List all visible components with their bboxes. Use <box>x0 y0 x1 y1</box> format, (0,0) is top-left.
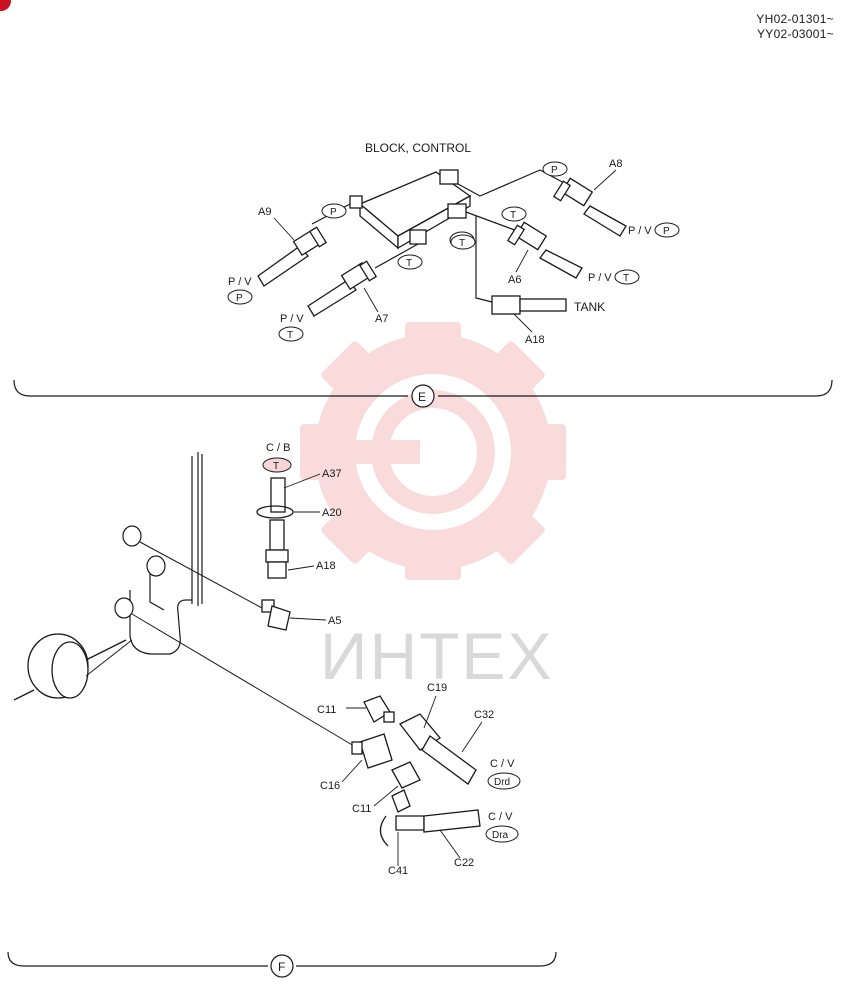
port-dra-oval <box>485 825 519 843</box>
watermark-gear-icon <box>300 322 566 580</box>
part-a5-label: A5 <box>328 615 341 627</box>
part-c19-label: C19 <box>427 682 447 694</box>
hose-a7 <box>307 260 378 317</box>
section-e-brace <box>13 379 833 408</box>
part-a37-label: A37 <box>322 468 342 480</box>
section-f-brace <box>7 951 557 978</box>
part-a7-label: A7 <box>375 313 388 325</box>
port-p-2: P <box>551 165 558 176</box>
serial-line-2: YY02-03001~ <box>756 27 834 41</box>
pv-label-a7: P / V <box>280 313 304 325</box>
check-valve-fittings <box>351 695 481 847</box>
port-dra: Dra <box>492 830 509 841</box>
hose-a9 <box>257 226 328 287</box>
part-a6-label: A6 <box>508 274 521 286</box>
block-control-label: BLOCK, CONTROL <box>365 141 471 155</box>
hose-a6 <box>506 221 583 279</box>
pv-label-a8: P / V <box>628 225 652 237</box>
port-p-4: P <box>663 226 670 237</box>
cv-label-dra: C / V <box>488 811 513 823</box>
hose-a18-tank <box>491 295 567 315</box>
motor-body <box>13 633 127 701</box>
serial-line-1: YH02-01301~ <box>756 12 834 26</box>
hose-a37-a18 <box>256 477 294 579</box>
fitting-a5 <box>261 599 291 631</box>
section-e-id: E <box>418 390 426 404</box>
part-c41-label: C41 <box>388 865 408 877</box>
port-p-3: P <box>236 293 243 304</box>
port-t-5: T <box>623 273 629 284</box>
watermark-text: ИНТЕХ <box>320 619 554 693</box>
port-drd: Drd <box>494 777 510 788</box>
leader-lines-f <box>283 473 483 866</box>
part-c11-upper-label: C11 <box>317 704 336 716</box>
part-a9-label: A9 <box>258 206 271 218</box>
port-t-cb: T <box>273 461 279 472</box>
part-a18-f-label: A18 <box>316 560 336 572</box>
port-t-cb-oval <box>262 457 292 473</box>
part-a18-label: A18 <box>525 334 545 346</box>
port-t-2: T <box>459 238 465 249</box>
port-ovals-e <box>227 161 680 342</box>
frame-plate <box>129 452 203 655</box>
port-t-4: T <box>287 330 293 341</box>
part-a20-label: A20 <box>322 507 342 519</box>
corner-mark <box>0 0 11 11</box>
leader-lines-e <box>273 169 617 333</box>
pv-label-a6: P / V <box>588 272 612 284</box>
cb-label: C / B <box>266 442 290 454</box>
section-f-lines <box>85 541 355 747</box>
port-t-3: T <box>406 258 412 269</box>
part-c32-label: C32 <box>474 709 494 721</box>
cv-label-drd: C / V <box>490 758 515 770</box>
hose-a8 <box>552 177 627 237</box>
frame-bosses <box>114 525 166 619</box>
port-t-1: T <box>510 210 516 221</box>
pv-label-a9: P / V <box>228 276 252 288</box>
part-c22-label: C22 <box>454 857 474 869</box>
part-c16-label: C16 <box>320 780 340 792</box>
section-f-id: F <box>278 960 285 974</box>
part-a8-label: A8 <box>609 158 622 170</box>
port-drd-oval <box>487 772 521 790</box>
serial-range: YH02-01301~ YY02-03001~ <box>756 12 834 42</box>
port-p-1: P <box>330 207 337 218</box>
part-c11-lower-label: C11 <box>352 803 371 815</box>
control-block <box>349 169 472 250</box>
tank-label: TANK <box>574 300 605 314</box>
